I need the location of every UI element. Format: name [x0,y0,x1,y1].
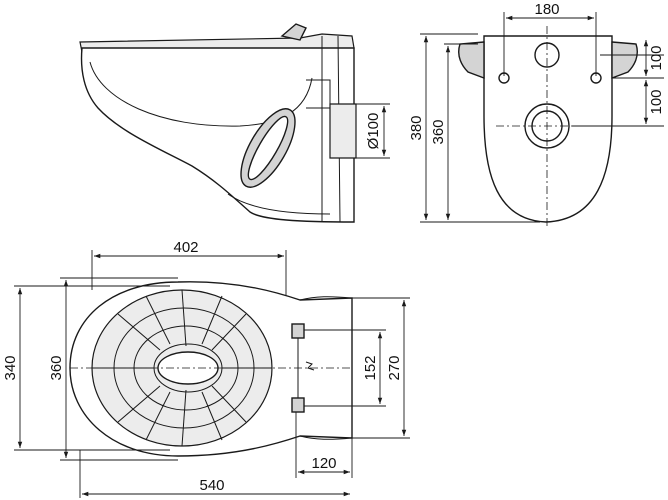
top-grate-spokes [92,289,272,447]
label-top-seat-length: 402 [173,239,198,256]
dimension-labels: 180 100 100 Ø100 380 360 402 340 360 152… [2,1,665,494]
front-view [458,26,638,226]
label-side-outlet-diameter: Ø100 [365,113,382,150]
side-outlet-oval-inner [247,115,289,181]
label-front-width: 180 [534,1,559,18]
label-bowl-height: 360 [430,119,447,144]
top-rear-step [299,296,353,440]
top-bolt-lower [291,397,305,413]
side-seat-hinge [280,23,307,41]
label-top-seat-width: 360 [48,355,65,380]
side-plate-step [306,79,331,109]
front-left-ear [458,41,485,80]
side-bowl-inner [89,61,313,127]
label-top-bolt-spacing: 152 [362,355,379,380]
dimension-lines [14,12,664,498]
side-view [79,23,357,223]
front-right-ear [611,41,638,80]
label-top-rear-offset: 120 [311,455,336,472]
label-front-lower: 100 [648,89,665,114]
side-bottom-curve [227,193,331,215]
side-bowl-outline [80,47,355,223]
top-view [69,281,353,457]
label-total-height: 380 [408,115,425,140]
label-top-outer-width: 340 [2,355,19,380]
side-outlet-pipe [329,103,357,159]
label-front-upper: 100 [648,45,665,70]
label-top-total-length: 540 [199,477,224,494]
top-small-mark [305,361,315,371]
top-bolt-upper [291,323,305,339]
label-top-rear-width: 270 [386,355,403,380]
